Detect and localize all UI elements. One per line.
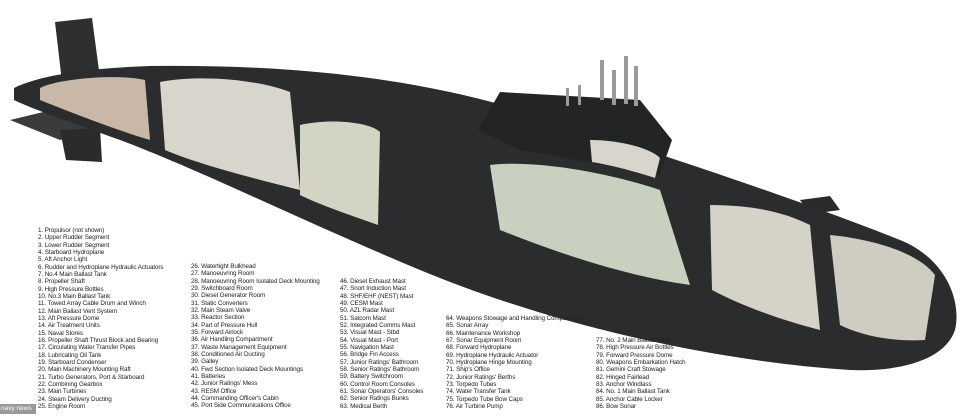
legend-item: 26. Watertight Bulkhead — [191, 263, 256, 270]
legend-item: 9. High Pressure Bottles — [38, 285, 104, 293]
upper-rudder — [55, 18, 100, 82]
legend-item: 8. Propeller Shaft — [38, 278, 85, 286]
cutaway-sections — [40, 77, 935, 341]
legend-item: 42. Junior Ratings' Mess — [191, 380, 258, 388]
legend-item: 66. Maintenance Workshop — [446, 329, 521, 337]
legend-item: 64. Weapons Stowage and Handling Compart… — [446, 315, 584, 322]
legend-item: 32. Main Steam Valve — [191, 306, 251, 314]
masts — [566, 56, 638, 106]
legend-item: 39. Galley — [191, 358, 219, 366]
legend-item: 21. Turbo Generators, Port & Starboard — [38, 373, 145, 381]
watermark: navy news — [0, 404, 36, 414]
legend-item: 70. Hydroplane Hinge Mounting — [446, 358, 532, 366]
legend-item: 15. Naval Stores — [38, 329, 83, 337]
legend-item: 1. Propulsor (not shown) — [38, 227, 105, 234]
lower-rudder — [60, 128, 102, 162]
legend-item: 74. Water Transfer Tank — [446, 388, 511, 396]
legend-item: 40. Fwd Section Isolated Deck Mountings — [191, 365, 303, 373]
legend-item: 72. Junior Ratings' Berths — [446, 373, 516, 381]
legend-item: 85. Anchor Cable Locker — [596, 395, 663, 403]
legend-item: 56. Bridge Fin Access — [340, 351, 399, 359]
legend-item: 83. Anchor Windlass — [596, 380, 652, 388]
legend-item: 84. No. 1 Main Ballast Tank — [596, 388, 670, 396]
legend-item: 60. Control Room Consoles — [340, 380, 415, 388]
legend-item: 10. No.3 Main Ballast Tank — [38, 292, 111, 300]
legend-item: 13. Aft Pressure Dome — [38, 314, 100, 322]
legend-item: 7. No.4 Main Ballast Tank — [38, 270, 107, 278]
legend-column-4: 64. Weapons Stowage and Handling Compart… — [446, 315, 584, 410]
legend-column-1: 1. Propulsor (not shown)2. Upper Rudder … — [38, 227, 164, 410]
legend-item: 80. Weapons Embarkation Hatch — [596, 358, 686, 366]
legend-item: 79. Forward Pressure Dome — [596, 351, 673, 359]
legend-item: 51. Satcom Mast — [340, 314, 386, 322]
legend-item: 14. Air Treatment Units — [38, 322, 100, 330]
legend-item: 57. Junior Ratings' Bathroom — [340, 358, 419, 366]
legend-item: 78. High Pressure Air Bottles — [596, 344, 674, 352]
legend-item: 55. Navigation Mast — [340, 343, 394, 351]
legend-item: 4. Starboard Hydroplane — [38, 248, 105, 256]
legend-item: 71. Ship's Office — [446, 366, 490, 374]
legend-item: 2. Upper Rudder Segment — [38, 234, 110, 242]
legend-item: 17. Circulating Water Transfer Pipes — [38, 344, 136, 352]
legend-item: 43. RESM Office — [191, 387, 237, 395]
legend-item: 3. Lower Rudder Segment — [38, 241, 110, 249]
legend-item: 61. Sonar Operators' Consoles — [340, 387, 424, 395]
legend-item: 34. Part of Pressure Hull — [191, 321, 258, 329]
legend-item: 59. Battery Switchroom — [340, 373, 403, 381]
legend-item: 52. Integrated Comms Mast — [340, 321, 416, 329]
legend-item: 18. Lubricating Oil Tank — [38, 351, 102, 359]
legend-item: 73. Torpedo Tubes — [446, 380, 497, 388]
legend-item: 77. No. 2 Main Ballast Tank — [596, 337, 670, 344]
legend-item: 35. Forward Airlock — [191, 328, 243, 336]
legend-item: 12. Main Ballast Vent System — [38, 307, 118, 315]
legend-item: 33. Reactor Section — [191, 314, 245, 322]
legend-item: 54. Visual Mast - Port — [340, 336, 398, 344]
legend-item: 24. Steam Delivery Ducting — [38, 395, 112, 403]
legend-item: 25. Engine Room — [38, 402, 86, 410]
legend-item: 81. Gemini Craft Stowage — [596, 366, 666, 374]
legend-item: 16. Propeller Shaft Thrust Block and Bea… — [38, 336, 159, 344]
legend-item: 5. Aft Anchor Light — [38, 256, 88, 264]
legend-item: 30. Diesel Generator Room — [191, 292, 266, 300]
legend-item: 82. Hinged Fairlead — [596, 373, 650, 381]
legend-item: 50. AZL Radar Mast — [340, 307, 394, 315]
legend-item: 22. Combining Gearbox — [38, 380, 103, 388]
legend-item: 47. Snort Induction Mast — [340, 285, 406, 293]
legend-item: 38. Conditioned Air Ducting — [191, 350, 265, 358]
legend-item: 67. Sonar Equipment Room — [446, 336, 522, 344]
legend-item: 41. Batteries — [191, 372, 226, 380]
legend-item: 36. Air Handling Compartment — [191, 336, 273, 344]
legend-item: 44. Commanding Officer's Cabin — [191, 394, 279, 402]
legend-item: 11. Towed Array Cable Drum and Winch — [38, 300, 146, 308]
legend-item: 76. Air Turbine Pump — [446, 402, 503, 410]
legend-item: 23. Main Turbines — [38, 388, 87, 396]
legend-item: 46. Diesel Exhaust Mast — [340, 278, 406, 285]
legend-item: 53. Visual Mast - Stbd — [340, 329, 400, 337]
legend-item: 62. Senior Ratings Bunks — [340, 395, 409, 403]
legend-item: 86. Bow Sonar — [596, 402, 637, 410]
bow-fin — [800, 196, 840, 214]
legend-item: 27. Manoeuvring Room — [191, 270, 255, 278]
legend-item: 68. Forward Hydroplane — [446, 344, 512, 352]
legend-item: 28. Manoeuvring Room Isolated Deck Mount… — [191, 277, 320, 285]
legend-item: 75. Torpedo Tube Bow Caps — [446, 395, 523, 403]
legend-item: 19. Starboard Condenser — [38, 358, 107, 366]
legend-item: 31. Static Converters — [191, 299, 248, 307]
legend-item: 63. Medical Berth — [340, 402, 388, 410]
legend-item: 37. Waste Management Equipment — [191, 343, 287, 351]
legend-item: 45. Port Side Communications Office — [191, 402, 291, 410]
legend-item: 58. Senior Ratings' Bathroom — [340, 365, 420, 373]
legend-item: 65. Sonar Array — [446, 322, 489, 330]
legend-item: 48. SHF/EHF (NEST) Mast — [340, 292, 414, 300]
legend-item: 49. CESM Mast — [340, 299, 383, 307]
legend-item: 6. Rudder and Hydroplane Hydraulic Actua… — [38, 263, 164, 271]
legend-item: 20. Main Machinery Mounting Raft — [38, 366, 131, 374]
legend-item: 29. Switchboard Room — [191, 284, 253, 292]
legend-item: 69. Hydroplane Hydraulic Actuator — [446, 351, 539, 359]
